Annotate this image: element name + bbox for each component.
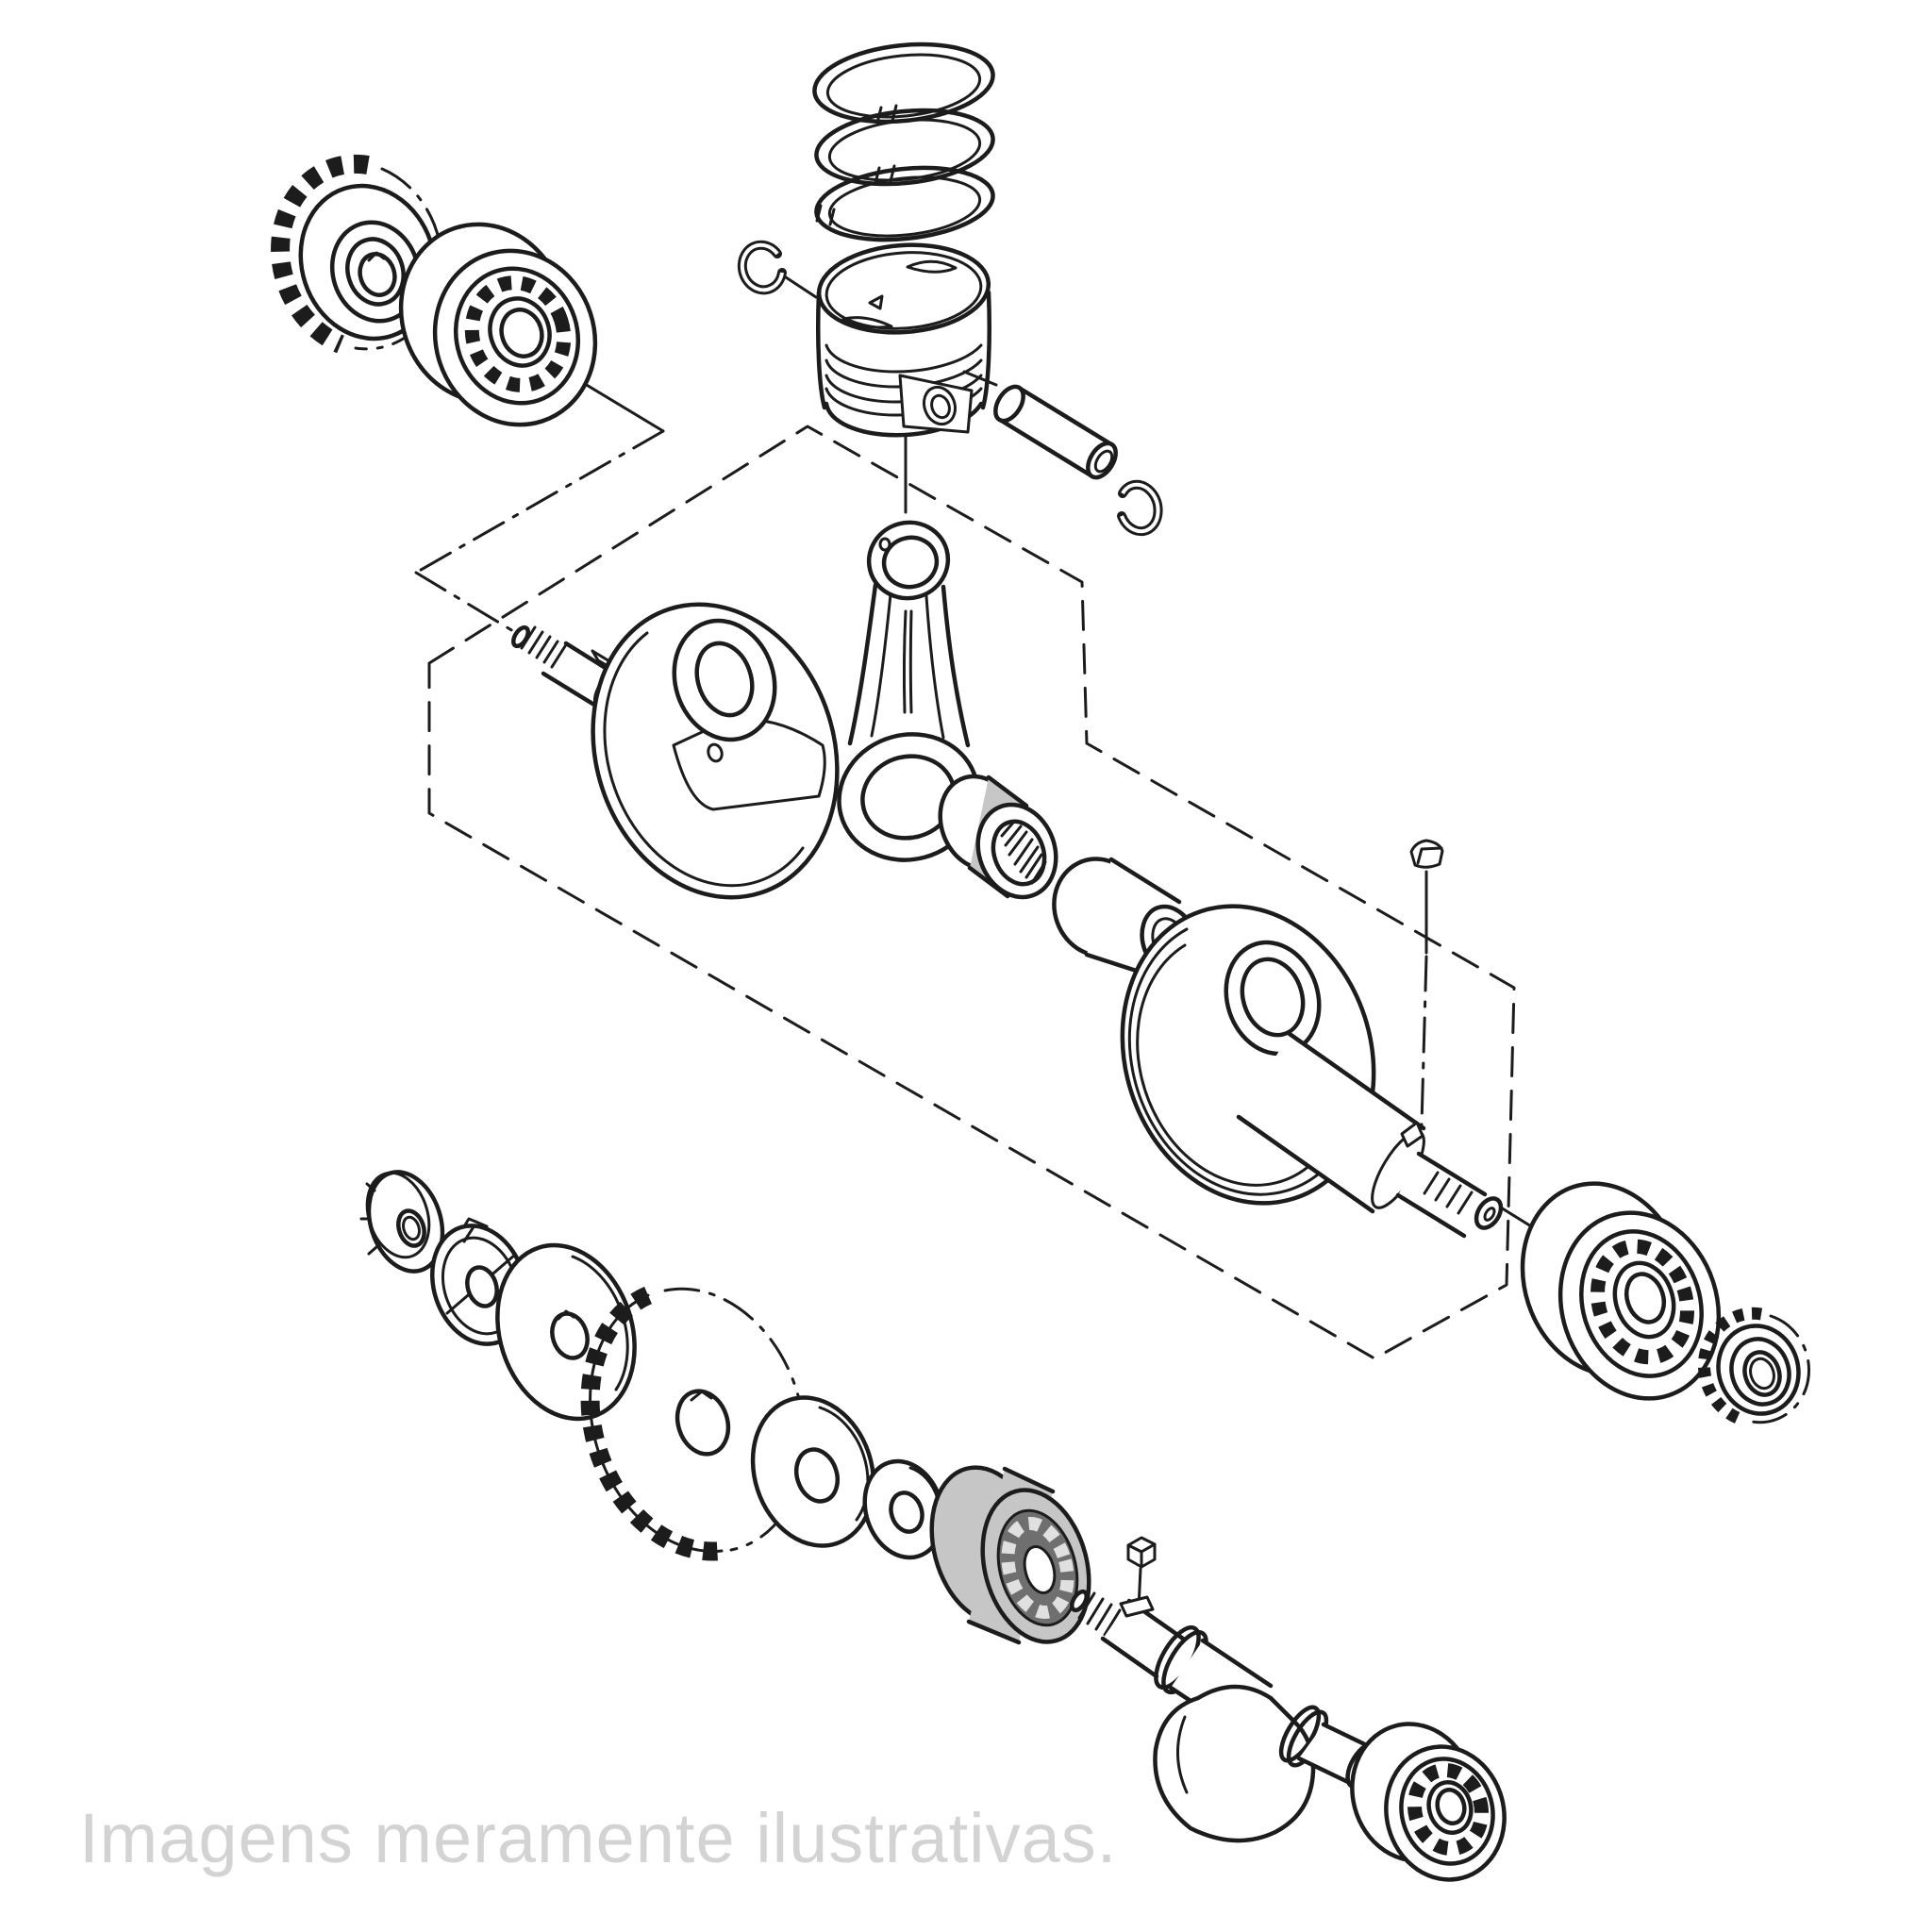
pin-bore (922, 385, 958, 426)
gear-teeth (271, 154, 370, 354)
balance-weight-lobe (1153, 1684, 1316, 1843)
piston (816, 242, 991, 438)
washer-bore (793, 1447, 841, 1504)
needle-rollers (1000, 821, 1047, 885)
gear-teeth (1697, 1307, 1763, 1426)
big-end-needle-bearing (938, 774, 1058, 900)
bearing-bore (499, 308, 544, 358)
piston-pin-circlip-left (737, 240, 787, 295)
piston-crown (816, 242, 991, 335)
washer-bore (889, 1491, 924, 1534)
thrust-washer-small (862, 1458, 945, 1560)
keyed-thrust-washer (495, 1242, 637, 1422)
piston-oil-ring (814, 165, 995, 242)
crown-arrow-mark (868, 294, 884, 310)
balancer-lock-nut (359, 1170, 445, 1274)
balancer-end-bearing (1350, 1722, 1507, 1882)
connecting-rod (837, 520, 980, 862)
rod-oil-hole (878, 537, 891, 552)
bearing-balls (1407, 1762, 1490, 1857)
crankshaft-right-half (1120, 904, 1504, 1239)
pin-bore (1093, 449, 1114, 474)
crank-pin-hole (1240, 957, 1306, 1038)
piston-pin-circlip-right (1117, 479, 1163, 537)
bearing-bore (1023, 1545, 1057, 1594)
bearing-balls (1001, 1516, 1074, 1620)
watermark-text: Imagens meramente ilustrativas. (79, 1799, 1118, 1877)
valve-relief-large (906, 259, 958, 274)
bearing-balls (1590, 1239, 1695, 1365)
bearing-balls (464, 275, 572, 392)
balancer-shaft (1070, 1589, 1383, 1843)
woodruff-key (1409, 839, 1444, 1126)
gear-bore (675, 1389, 731, 1457)
bearing-bore (1624, 1272, 1667, 1324)
gear-bore (358, 252, 397, 297)
keyway-slot (1119, 1595, 1155, 1618)
keyway-notch (1400, 1121, 1424, 1148)
balancer-bearing-highlighted (929, 1465, 1091, 1645)
bearing-bore (1435, 1787, 1467, 1826)
washer-bore (465, 1265, 499, 1308)
thrust-washer-large (750, 1395, 876, 1548)
gear-phantom-edge (1750, 1314, 1811, 1424)
crankshaft-left-half (511, 602, 840, 900)
assembly-boundary-dashed (427, 425, 1516, 1360)
primary-drive-gear (1697, 1307, 1811, 1426)
valve-relief-small (841, 316, 893, 329)
crank-pin-hole (694, 641, 755, 718)
crankshaft-main-bearing-left (398, 222, 598, 427)
crankshaft-main-bearing-right (1520, 1181, 1722, 1401)
piston-pin (993, 384, 1118, 480)
